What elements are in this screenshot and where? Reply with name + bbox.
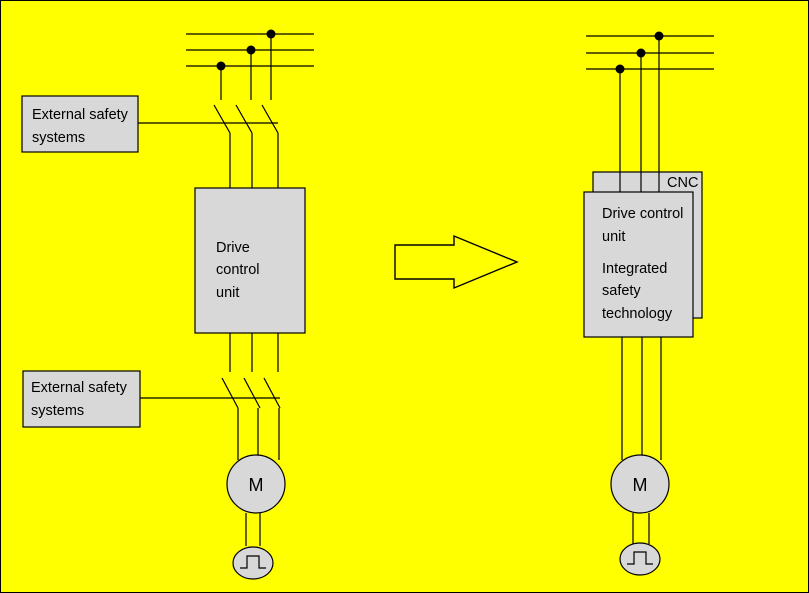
motor-label: M — [249, 475, 264, 495]
external-safety-line1: External safety — [32, 107, 129, 123]
left-conventional-diagram: External safety systems Drive control un… — [21, 29, 314, 580]
left-bottom-contactor — [140, 377, 281, 460]
left-supply-lines — [186, 29, 314, 100]
cnc-label: CNC — [667, 175, 698, 191]
left-drive-control-unit: Drive control unit — [194, 187, 306, 334]
external-safety-line1: External safety — [31, 380, 128, 396]
left-motor: M — [226, 454, 286, 546]
left-encoder-square-pulse-icon — [232, 546, 274, 580]
left-external-safety-top-box: External safety systems — [21, 95, 139, 153]
drive-unit-line5: technology — [602, 306, 673, 322]
left-external-safety-bottom-box: External safety systems — [22, 370, 141, 428]
drive-unit-line2: control — [216, 262, 260, 278]
right-integrated-diagram: CNC Drive control unit Integrated safety… — [583, 31, 714, 576]
right-encoder-square-pulse-icon — [619, 542, 661, 576]
drive-unit-line3: Integrated — [602, 261, 667, 277]
drive-unit-line4: safety — [602, 283, 641, 299]
external-safety-line2: systems — [31, 403, 84, 419]
drive-unit-line1: Drive — [216, 240, 250, 256]
right-supply-lines — [586, 31, 714, 190]
right-arrow-icon — [394, 234, 519, 290]
external-safety-line2: systems — [32, 130, 85, 146]
motor-label: M — [633, 475, 648, 495]
left-top-contactor — [138, 104, 279, 188]
right-drive-control-unit: Drive control unit Integrated safety tec… — [583, 191, 694, 338]
drive-unit-line1: Drive control — [602, 206, 683, 222]
drive-unit-line3: unit — [216, 285, 239, 301]
drive-unit-line2: unit — [602, 229, 625, 245]
right-motor: M — [610, 454, 670, 544]
